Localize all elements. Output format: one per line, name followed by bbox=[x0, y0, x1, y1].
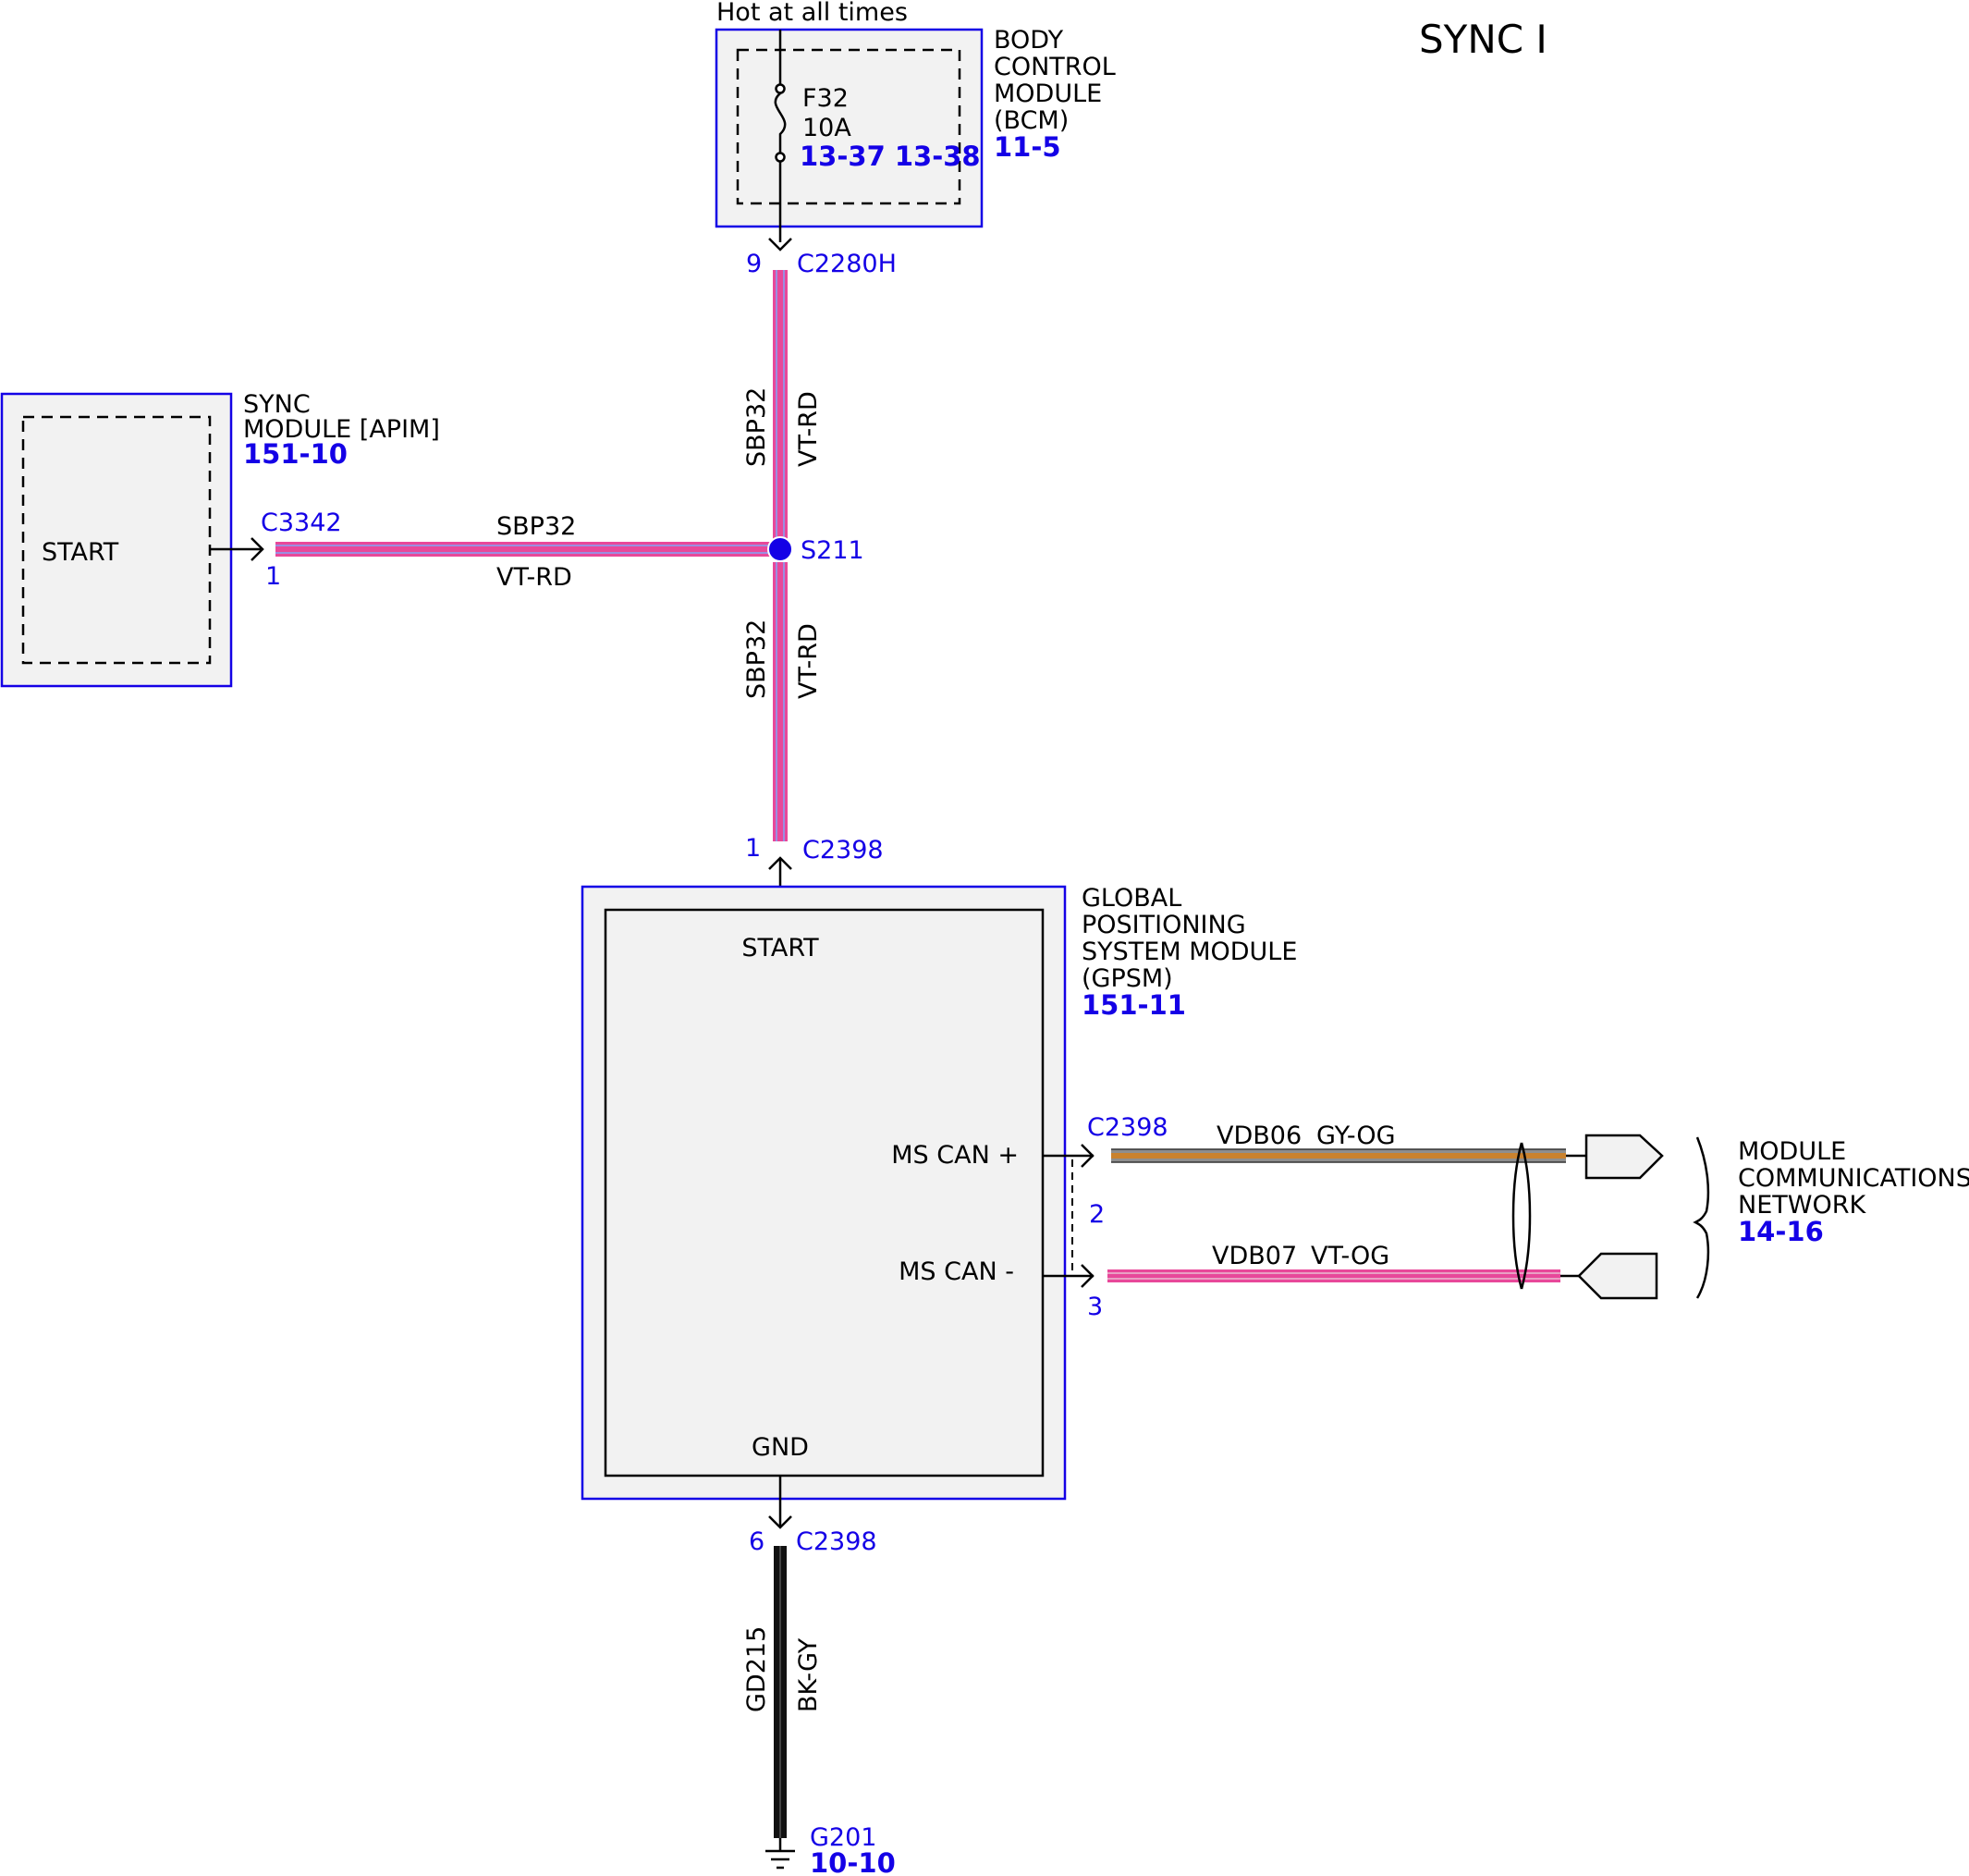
sync-start-label: START bbox=[42, 538, 119, 567]
wire-vdb06-color: GY-OG bbox=[1316, 1122, 1396, 1150]
wire-vdb06[interactable] bbox=[1111, 1148, 1566, 1163]
gpsm-name-line-4: (GPSM) bbox=[1082, 964, 1173, 993]
wire-horizontal-circuit: SBP32 bbox=[496, 512, 576, 541]
power-source-label: Hot at all times bbox=[716, 0, 908, 27]
gpsm-name-line-1: GLOBAL bbox=[1082, 884, 1181, 913]
wire-gd215-circuit: GD215 bbox=[742, 1626, 771, 1712]
c3342-connector-symbol bbox=[251, 537, 264, 561]
c2398-start-connector-label[interactable]: C2398 bbox=[802, 836, 884, 864]
gpsm-page-ref[interactable]: 151-11 bbox=[1082, 989, 1186, 1021]
gpsm-can-plus-label: MS CAN + bbox=[891, 1141, 1019, 1170]
bcm-name-line-1: BODY bbox=[994, 26, 1064, 55]
sync-page-ref[interactable]: 151-10 bbox=[243, 438, 348, 470]
wire-vdb06-circuit: VDB06 bbox=[1217, 1122, 1302, 1150]
c2398-can-plus-pin: 2 bbox=[1089, 1200, 1105, 1229]
wire-lower-circuit: SBP32 bbox=[742, 619, 771, 699]
network-page-ref[interactable]: 14-16 bbox=[1738, 1216, 1824, 1247]
fuse-terminal-top bbox=[775, 83, 786, 94]
ground-label: G201 bbox=[810, 1823, 876, 1852]
bcm-module-box[interactable] bbox=[715, 28, 984, 228]
can-connector-bracket bbox=[1071, 1155, 1082, 1277]
c3342-pin: 1 bbox=[265, 562, 281, 591]
network-connector-minus[interactable] bbox=[1577, 1252, 1658, 1300]
c3342-connector-label[interactable]: C3342 bbox=[261, 509, 342, 537]
wire-gd215[interactable] bbox=[774, 1546, 787, 1838]
gpsm-start-label: START bbox=[741, 934, 819, 963]
c2398-can-plus-connector-symbol bbox=[1081, 1144, 1095, 1168]
splice-label: S211 bbox=[801, 536, 864, 565]
ground-page-ref[interactable]: 10-10 bbox=[810, 1847, 896, 1876]
sync-module-box[interactable] bbox=[0, 392, 233, 688]
sync-name-line-2: MODULE [APIM] bbox=[243, 415, 440, 444]
fuse-terminal-bottom bbox=[775, 152, 786, 163]
fuse-rating: 10A bbox=[802, 114, 851, 142]
bcm-inner-boundary bbox=[736, 48, 961, 205]
bcm-name-line-4: (BCM) bbox=[994, 106, 1069, 135]
c2280h-connector-symbol bbox=[768, 238, 792, 251]
bcm-page-ref[interactable]: 11-5 bbox=[994, 131, 1061, 163]
wire-lower-color: VT-RD bbox=[794, 623, 823, 699]
wire-upper-circuit: SBP32 bbox=[742, 387, 771, 467]
wire-gd215-color: BK-GY bbox=[794, 1637, 823, 1712]
c2398-start-pin: 1 bbox=[745, 834, 761, 863]
c2280h-connector-label[interactable]: C2280H bbox=[797, 250, 897, 278]
gpsm-name-line-3: SYSTEM MODULE bbox=[1082, 938, 1297, 966]
wire-sbp32-horizontal[interactable] bbox=[275, 542, 773, 557]
wire-vdb07-circuit: VDB07 bbox=[1212, 1242, 1297, 1270]
wire-sbp32-upper[interactable] bbox=[773, 270, 788, 547]
wire-upper-color: VT-RD bbox=[794, 391, 823, 467]
fuse-page-refs[interactable]: 13-37 13-38 bbox=[800, 141, 981, 172]
network-name-line-2: COMMUNICATIONS bbox=[1738, 1164, 1969, 1193]
twisted-pair-right bbox=[1520, 1142, 1532, 1290]
c2398-gnd-pin: 6 bbox=[749, 1527, 764, 1556]
diagram-title: SYNC I bbox=[1419, 17, 1547, 62]
fuse-name: F32 bbox=[802, 84, 849, 113]
gpsm-inner-boundary bbox=[604, 908, 1045, 1478]
c2398-can-connector-label[interactable]: C2398 bbox=[1087, 1113, 1168, 1142]
twisted-pair-left bbox=[1511, 1142, 1523, 1290]
wire-horizontal-color: VT-RD bbox=[496, 563, 572, 592]
c2398-can-minus-connector-symbol bbox=[1081, 1264, 1095, 1288]
network-connector-plus[interactable] bbox=[1584, 1134, 1664, 1180]
sync-name-line-1: SYNC bbox=[243, 390, 311, 419]
fuse-element bbox=[774, 92, 787, 153]
sync-inner-boundary bbox=[21, 415, 212, 665]
network-brace bbox=[1693, 1136, 1710, 1299]
ground-symbol bbox=[765, 1838, 795, 1870]
network-name-line-3: NETWORK bbox=[1738, 1191, 1866, 1220]
splice-s211[interactable] bbox=[767, 536, 793, 562]
c2398-gnd-connector-symbol bbox=[768, 1515, 792, 1529]
c2398-can-minus-pin: 3 bbox=[1087, 1293, 1103, 1321]
bcm-name-line-2: CONTROL bbox=[994, 53, 1116, 81]
gpsm-name-line-2: POSITIONING bbox=[1082, 911, 1246, 939]
network-name-line-1: MODULE bbox=[1738, 1137, 1846, 1166]
bcm-name-line-3: MODULE bbox=[994, 80, 1102, 108]
wire-sbp32-lower[interactable] bbox=[773, 562, 788, 841]
gpsm-can-minus-label: MS CAN - bbox=[899, 1257, 1014, 1286]
gpsm-gnd-label: GND bbox=[752, 1433, 809, 1462]
c2398-gnd-connector-label[interactable]: C2398 bbox=[796, 1527, 877, 1556]
c2280h-pin: 9 bbox=[746, 250, 762, 278]
wire-vdb07-color: VT-OG bbox=[1311, 1242, 1389, 1270]
wire-vdb07[interactable] bbox=[1107, 1269, 1560, 1282]
